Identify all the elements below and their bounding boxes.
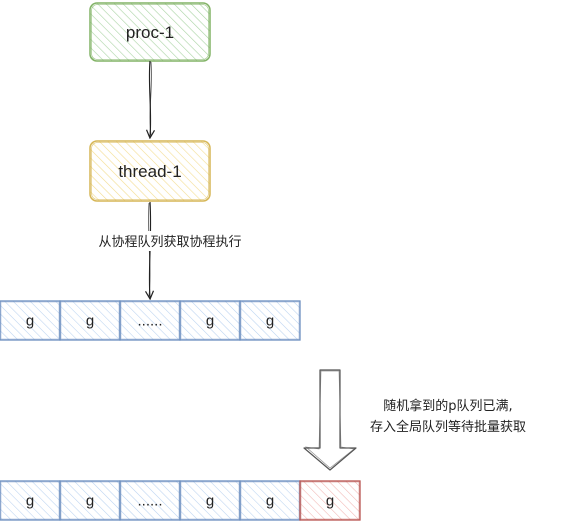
local-queue-cell-label: g	[86, 313, 94, 330]
global-queue-cell-label: g	[206, 493, 214, 510]
local-queue-cell-box	[59, 300, 121, 341]
thread-node-box	[89, 140, 211, 202]
local-queue-cell: g	[0, 300, 61, 341]
local-queue-cell-label: g	[206, 313, 214, 330]
local-queue: g g...... g g	[0, 300, 301, 341]
proc-node: proc-1	[89, 2, 211, 62]
overflow-down-arrow	[303, 369, 357, 471]
global-queue-cell-box	[239, 480, 301, 521]
thread-node-label: thread-1	[118, 162, 181, 181]
global-queue-cell-box	[0, 480, 61, 521]
global-queue: g g...... g g g	[0, 480, 361, 521]
overflow-note-line2: 存入全局队列等待批量获取	[370, 419, 526, 435]
global-queue-cell: g	[299, 480, 361, 521]
global-queue-cell-label: ......	[137, 493, 162, 510]
fetch-edge-label: 从协程队列获取协程执行	[98, 235, 241, 250]
global-queue-cell-label: g	[86, 493, 94, 510]
global-queue-cell-label: g	[266, 493, 274, 510]
local-queue-cell: g	[179, 300, 241, 341]
global-queue-cell-box	[179, 480, 241, 521]
global-queue-cell-label: g	[26, 493, 34, 510]
local-queue-cell: ......	[119, 300, 181, 341]
global-queue-cell-box	[119, 480, 181, 521]
local-queue-cell-box	[0, 300, 61, 341]
local-queue-cell-box	[119, 300, 181, 341]
local-queue-cell-box	[239, 300, 301, 341]
local-queue-cell-label: g	[266, 313, 274, 330]
global-queue-cell: g	[239, 480, 301, 521]
thread-node: thread-1	[89, 140, 211, 202]
global-queue-cell-box	[59, 480, 121, 521]
local-queue-cell: g	[59, 300, 121, 341]
local-queue-cell-label: g	[26, 313, 34, 330]
overflow-note-line1: 随机拿到的p队列已满,	[383, 398, 512, 414]
global-queue-cell: g	[179, 480, 241, 521]
local-queue-cell-label: ......	[137, 313, 162, 330]
local-queue-cell: g	[239, 300, 301, 341]
proc-node-label: proc-1	[126, 23, 174, 42]
global-queue-cell: g	[59, 480, 121, 521]
global-queue-cell: g	[0, 480, 61, 521]
global-queue-cell-box	[299, 480, 361, 521]
global-queue-cell: ......	[119, 480, 181, 521]
global-queue-cell-label: g	[326, 493, 334, 510]
